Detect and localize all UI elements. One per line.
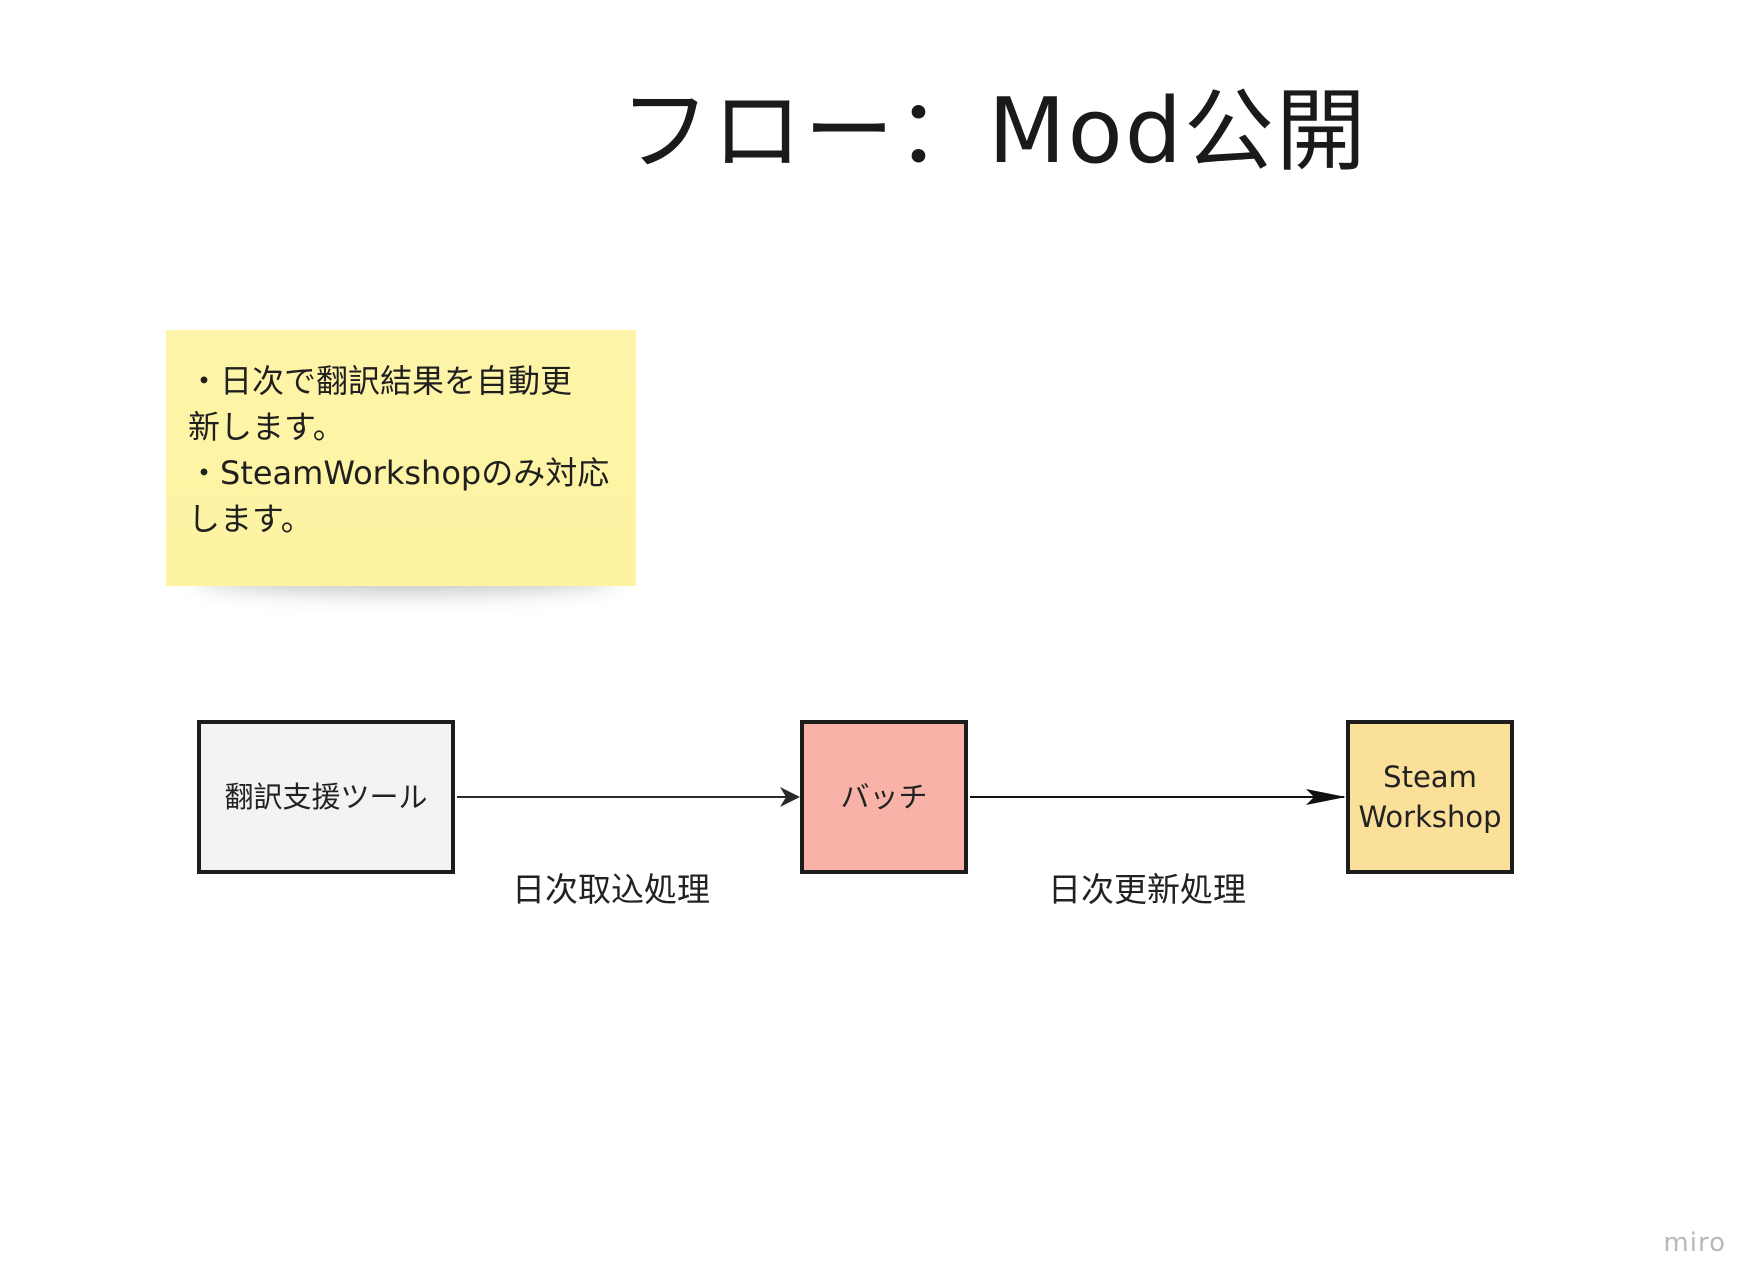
edge-label-daily-import: 日次取込処理 — [512, 870, 710, 909]
sticky-note-line: します。 — [188, 500, 313, 538]
diagram-title: フロー：Mod公開 — [620, 79, 1368, 184]
node-steam-workshop-label-line1: Steam — [1383, 760, 1477, 794]
node-steam-workshop-label-line2: Workshop — [1358, 800, 1502, 834]
node-batch-label: バッチ — [840, 780, 928, 814]
sticky-note-line: ・日次で翻訳結果を自動更 — [188, 362, 573, 400]
node-steam-workshop[interactable]: Steam Workshop — [1346, 720, 1514, 874]
edge-label-daily-update: 日次更新処理 — [1048, 870, 1246, 909]
miro-watermark: miro — [1663, 1228, 1726, 1258]
sticky-note-line: ・SteamWorkshopのみ対応 — [188, 454, 610, 492]
sticky-note[interactable]: ・日次で翻訳結果を自動更 新します。 ・SteamWorkshopのみ対応 しま… — [166, 330, 636, 586]
node-translation-tool[interactable]: 翻訳支援ツール — [197, 720, 455, 874]
sticky-note-line: 新します。 — [188, 408, 345, 446]
node-batch[interactable]: バッチ — [800, 720, 968, 874]
node-translation-tool-label: 翻訳支援ツール — [224, 780, 428, 814]
